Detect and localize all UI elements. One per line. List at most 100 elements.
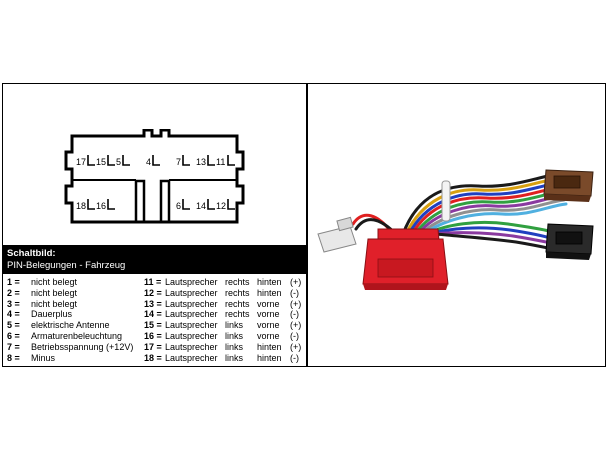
pin-side: links: [225, 320, 244, 331]
white-connector: [317, 216, 357, 253]
pin-position: vorne: [257, 330, 280, 341]
pin-polarity: (-): [290, 330, 299, 341]
pin-description: Armaturenbeleuchtung: [31, 330, 123, 341]
list-item: 2 = nicht belegt 12 = Lautsprecher recht…: [7, 288, 303, 299]
pin-description: Lautsprecher: [165, 298, 218, 309]
pin-number: 8 =: [7, 352, 20, 363]
pin-position: hinten: [257, 341, 282, 352]
pin-side: rechts: [225, 309, 250, 320]
pin-label: 18: [76, 201, 86, 211]
pin-description: nicht belegt: [31, 287, 78, 298]
pin-polarity: (+): [290, 277, 302, 287]
pin-polarity: (-): [290, 287, 299, 298]
pin-number: 3 =: [7, 298, 20, 309]
list-item: 3 = nicht belegt 13 = Lautsprecher recht…: [7, 299, 303, 310]
pin-side: rechts: [225, 298, 250, 309]
pin-number: 14 =: [144, 309, 162, 320]
pin-label: 16: [96, 201, 106, 211]
pin-polarity: (-): [290, 309, 299, 320]
pin-assignment-list: 1 = nicht belegt 11 = Lautsprecher recht…: [7, 277, 303, 363]
pin-description: Lautsprecher: [165, 309, 218, 320]
pin-number: 2 =: [7, 287, 20, 298]
red-connector: [362, 228, 449, 290]
cable-tie: [441, 180, 451, 222]
header-subtitle: PIN-Belegungen - Fahrzeug: [7, 260, 126, 271]
pin-label: 13: [196, 157, 206, 167]
pin-position: hinten: [257, 277, 282, 287]
pin-contact: [182, 199, 190, 210]
pin-contact: [152, 155, 160, 166]
pin-position: vorne: [257, 298, 280, 309]
pin-position: hinten: [257, 352, 282, 363]
pin-number: 6 =: [7, 330, 20, 341]
pin-label: 11: [216, 157, 225, 167]
list-item: 5 = elektrische Antenne 15 = Lautspreche…: [7, 320, 303, 331]
pin-contact: [182, 155, 190, 166]
list-item: 1 = nicht belegt 11 = Lautsprecher recht…: [7, 277, 303, 288]
pin-label: 7: [176, 157, 181, 167]
black-connector: [545, 223, 594, 260]
pin-polarity: (+): [290, 341, 302, 352]
pin-side: links: [225, 330, 244, 341]
pin-description: Betriebsspannung (+12V): [31, 341, 134, 352]
pin-polarity: (+): [290, 298, 302, 309]
pin-description: Minus: [31, 352, 56, 363]
pin-position: vorne: [257, 309, 280, 320]
panel-divider: [306, 84, 308, 366]
pin-number: 15 =: [144, 320, 162, 331]
pin-description: Dauerplus: [31, 309, 73, 320]
pin-number: 7 =: [7, 341, 20, 352]
pin-contact: [87, 199, 95, 210]
list-item: 7 = Betriebsspannung (+12V) 17 = Lautspr…: [7, 342, 303, 353]
pin-contact: [107, 199, 115, 210]
pin-contact: [227, 155, 235, 166]
pin-number: 1 =: [7, 277, 20, 287]
pin-label: 5: [116, 157, 121, 167]
pin-label: 4: [146, 157, 151, 167]
pin-polarity: (+): [290, 320, 302, 331]
pin-side: links: [225, 341, 244, 352]
pin-side: links: [225, 352, 244, 363]
pin-number: 18 =: [144, 352, 162, 363]
pin-number: 12 =: [144, 287, 162, 298]
pin-number: 13 =: [144, 298, 162, 309]
pin-label: 12: [216, 201, 226, 211]
pin-number: 5 =: [7, 320, 20, 331]
pin-description: elektrische Antenne: [31, 320, 110, 331]
pin-description: nicht belegt: [31, 298, 78, 309]
key-slot-left: [134, 179, 146, 224]
pin-description: Lautsprecher: [165, 287, 218, 298]
list-item: 4 = Dauerplus 14 = Lautsprecher rechts v…: [7, 309, 303, 320]
pin-description: Lautsprecher: [165, 352, 218, 363]
schematic-header: Schaltbild: PIN-Belegungen - Fahrzeug: [3, 245, 306, 274]
pin-number: 17 =: [144, 341, 162, 352]
connector-bottom-row: 18 16 6 14 12: [76, 199, 235, 211]
pin-label: 6: [176, 201, 181, 211]
pin-description: Lautsprecher: [165, 320, 218, 331]
list-item: 8 = Minus 18 = Lautsprecher links hinten…: [7, 353, 303, 364]
key-slot-right: [159, 179, 171, 224]
pin-number: 16 =: [144, 330, 162, 341]
pin-contact: [207, 155, 215, 166]
pin-side: rechts: [225, 277, 250, 287]
pin-contact: [107, 155, 115, 166]
header-title: Schaltbild:: [7, 248, 56, 259]
pin-contact: [122, 155, 130, 166]
pin-contact: [87, 155, 95, 166]
pin-label: 14: [196, 201, 206, 211]
pin-description: Lautsprecher: [165, 330, 218, 341]
cable-adapter-image: [317, 169, 594, 290]
pin-side: rechts: [225, 287, 250, 298]
list-item: 6 = Armaturenbeleuchtung 16 = Lautsprech…: [7, 331, 303, 342]
pin-description: Lautsprecher: [165, 341, 218, 352]
pin-number: 4 =: [7, 309, 20, 320]
pin-number: 11 =: [144, 277, 162, 287]
pin-label: 17: [76, 157, 86, 167]
pin-position: hinten: [257, 287, 282, 298]
pin-description: Lautsprecher: [165, 277, 218, 287]
pin-contact: [227, 199, 235, 210]
